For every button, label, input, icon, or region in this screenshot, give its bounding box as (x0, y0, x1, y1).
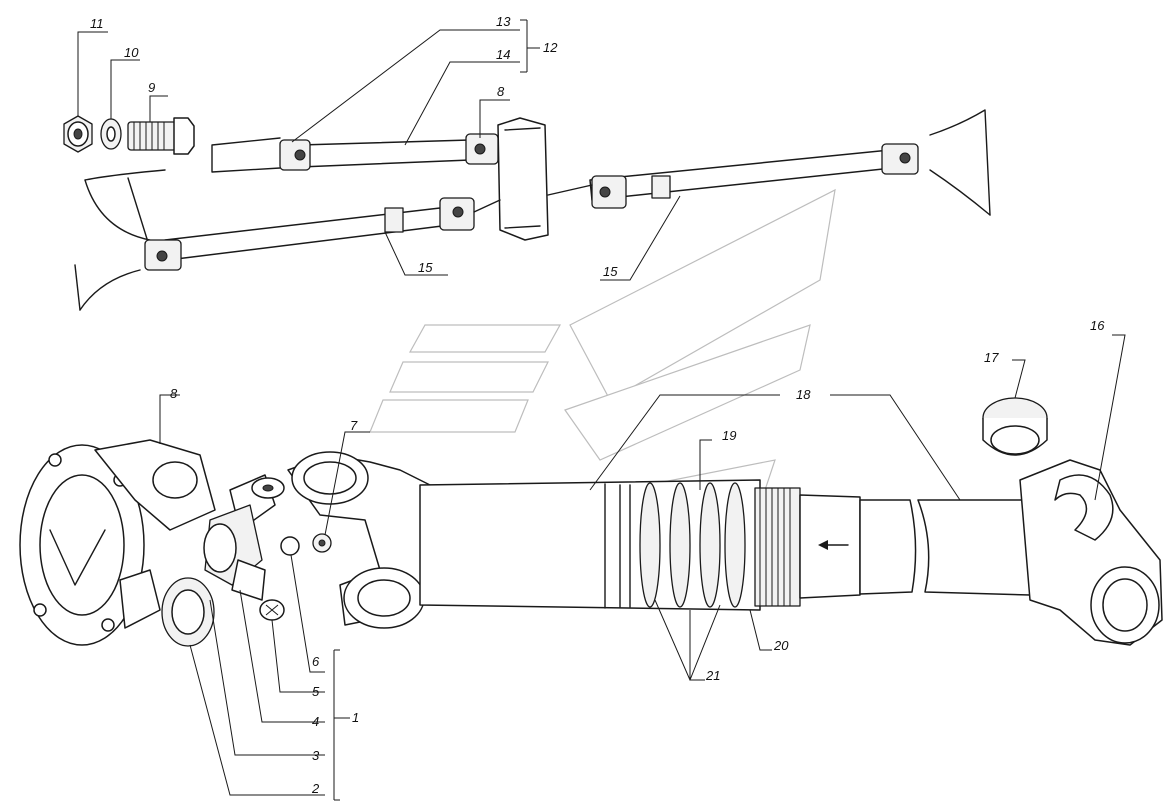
leader-lines (77, 19, 1126, 801)
callout-9: 9 (148, 80, 155, 95)
callout-5: 5 (312, 684, 320, 699)
callout-16: 16 (1090, 318, 1105, 333)
callout-1: 1 (352, 710, 359, 725)
callout-15-right: 15 (603, 264, 618, 279)
callout-17: 17 (984, 350, 999, 365)
callout-4: 4 (312, 714, 319, 729)
callout-11: 11 (90, 16, 104, 31)
callout-3: 3 (312, 748, 320, 763)
flange-yoke-8 (19, 439, 216, 646)
callout-21: 21 (705, 668, 720, 683)
callout-10: 10 (124, 45, 139, 60)
bolt-9 (127, 117, 195, 155)
callout-12: 12 (543, 40, 558, 55)
callout-19: 19 (722, 428, 736, 443)
top-driveline-assembly (74, 109, 991, 311)
end-yoke-16 (1019, 459, 1163, 646)
callout-7: 7 (350, 418, 358, 433)
callout-6: 6 (312, 654, 320, 669)
callout-20: 20 (773, 638, 789, 653)
callout-15-left: 15 (418, 260, 433, 275)
callout-labels: 11 10 9 13 14 12 8 15 15 8 7 6 5 4 1 3 2… (90, 14, 1105, 796)
seal-rings-19 (639, 482, 746, 608)
callout-13: 13 (496, 14, 511, 29)
callout-2: 2 (311, 781, 320, 796)
washer-10 (100, 118, 122, 150)
nut-11 (63, 115, 93, 153)
callout-14: 14 (496, 47, 510, 62)
needle-bearing-17 (982, 397, 1048, 456)
callout-8-bottom: 8 (170, 386, 178, 401)
callout-18: 18 (796, 387, 811, 402)
spider-cross-assembly (161, 474, 332, 647)
splined-tube (419, 479, 861, 611)
callout-8-top: 8 (497, 84, 505, 99)
tube-18 (859, 499, 1031, 596)
